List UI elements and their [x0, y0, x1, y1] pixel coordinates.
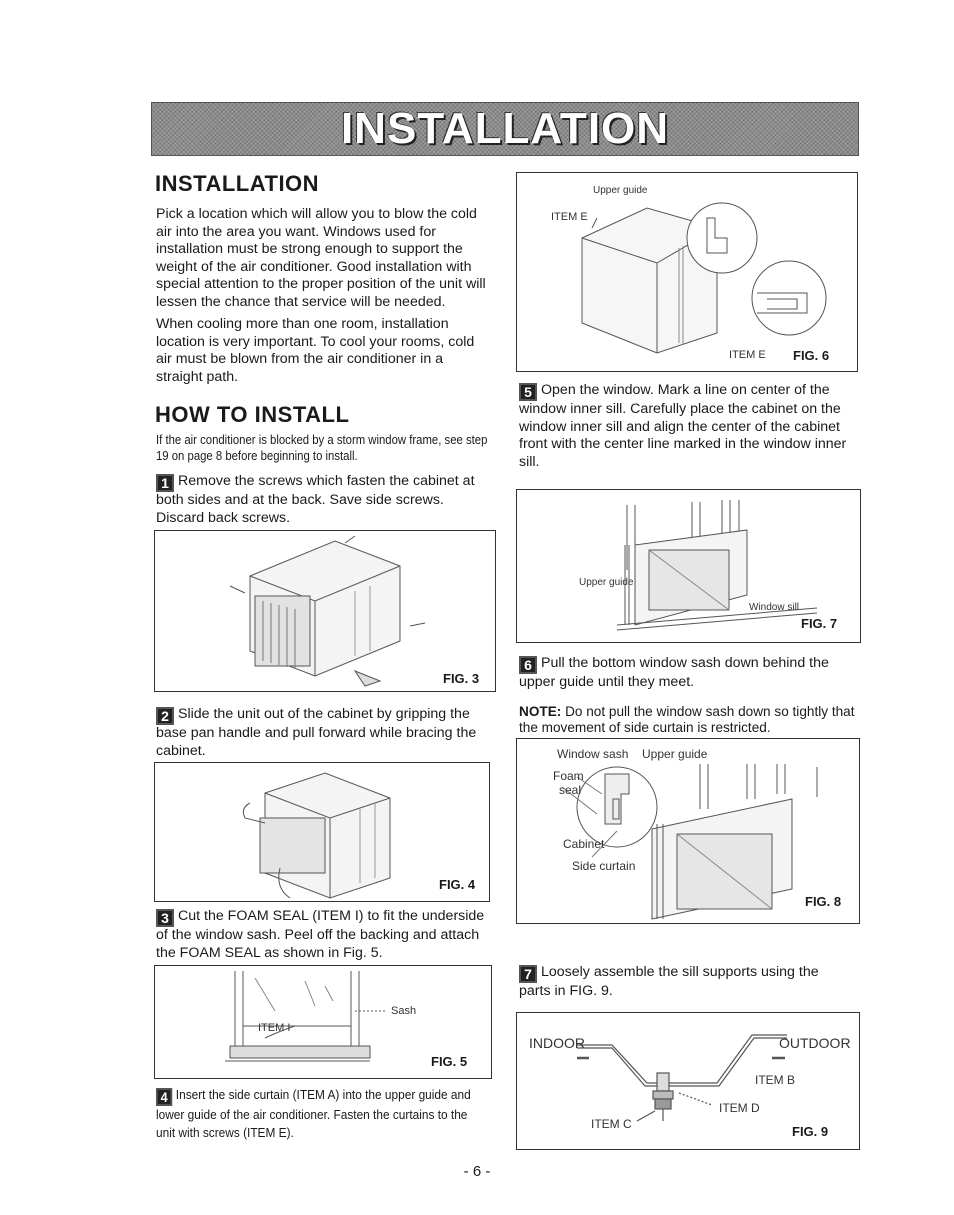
fig5-drawing: [225, 971, 385, 1062]
fig8-upper-guide: Upper guide: [642, 747, 708, 761]
installation-heading: INSTALLATION: [155, 171, 320, 196]
fig8-side-curtain: Side curtain: [572, 859, 636, 873]
page-banner: INSTALLATION: [151, 102, 859, 156]
fig7-label: FIG. 7: [801, 616, 838, 631]
step-1-icon: 1: [156, 474, 174, 492]
fig8-seal: seal: [559, 783, 582, 797]
step-7-icon: 7: [519, 965, 537, 983]
step-2-text: Slide the unit out of the cabinet by gri…: [156, 706, 477, 759]
installation-para-2: When cooling more than one room, install…: [156, 316, 475, 385]
step-2-icon: 2: [156, 707, 174, 725]
page-number: - 6 -: [463, 1163, 491, 1180]
step-5-text: Open the window. Mark a line on center o…: [519, 382, 847, 470]
sash-note: NOTE: Do not pull the window sash down s…: [519, 704, 859, 735]
fig7-window-sill: Window sill: [749, 602, 800, 613]
fig9-item-c: ITEM C: [591, 1117, 632, 1131]
fig6-upper-guide: Upper guide: [593, 185, 648, 196]
fig5-sash: Sash: [391, 1005, 417, 1017]
fig9-item-b: ITEM B: [755, 1073, 796, 1087]
note-label: NOTE:: [519, 704, 562, 719]
figure-9: INDOOR OUTDOOR ITEM B ITEM D ITEM C FIG.…: [516, 1012, 860, 1150]
fig8-label: FIG. 8: [805, 894, 842, 909]
step-7-text: Loosely assemble the sill supports using…: [519, 964, 819, 999]
step-4-text: Insert the side curtain (ITEM A) into th…: [156, 1087, 471, 1140]
step-4-icon: 4: [156, 1088, 173, 1106]
figure-7: Upper guide Window sill FIG. 7: [516, 489, 861, 643]
how-to-install-heading: HOW TO INSTALL: [155, 402, 350, 427]
storm-window-note: If the air conditioner is blocked by a s…: [156, 433, 488, 463]
fig3-drawing: [229, 535, 426, 687]
fig5-item-i: ITEM I: [258, 1022, 291, 1034]
fig9-drawing: [577, 1034, 787, 1122]
figure-8: Window sash Upper guide Foam seal Cabine…: [516, 738, 860, 924]
fig5-label: FIG. 5: [431, 1054, 468, 1069]
fig9-label: FIG. 9: [792, 1124, 829, 1139]
step-6-icon: 6: [519, 656, 537, 674]
fig9-indoor: INDOOR: [529, 1035, 585, 1051]
fig3-label: FIG. 3: [443, 671, 480, 686]
fig4-drawing: [242, 772, 391, 899]
step-1-text: Remove the screws which fasten the cabin…: [156, 473, 475, 526]
figure-4: FIG. 4: [154, 762, 490, 902]
note-text: Do not pull the window sash down so tigh…: [519, 704, 855, 735]
fig8-foam: Foam: [553, 769, 584, 783]
step-3-icon: 3: [156, 909, 174, 927]
figure-5: ITEM I Sash FIG. 5: [154, 965, 492, 1079]
figure-6: Upper guide ITEM E ITEM E FIG. 6: [516, 172, 858, 372]
fig8-cabinet: Cabinet: [563, 837, 605, 851]
fig8-drawing: [561, 764, 818, 920]
fig6-item-e-top: ITEM E: [551, 211, 588, 223]
step-3-text: Cut the FOAM SEAL (ITEM I) to fit the un…: [156, 908, 485, 961]
step-6-text: Pull the bottom window sash down behind …: [519, 655, 829, 690]
figure-3: FIG. 3: [154, 530, 496, 692]
fig4-label: FIG. 4: [439, 877, 476, 892]
installation-para-1: Pick a location which will allow you to …: [156, 206, 486, 310]
fig6-label: FIG. 6: [793, 348, 830, 363]
fig8-window-sash: Window sash: [557, 747, 629, 761]
fig6-item-e-bottom: ITEM E: [729, 349, 766, 361]
fig9-outdoor: OUTDOOR: [779, 1035, 851, 1051]
fig7-drawing: [616, 500, 818, 631]
banner-title: INSTALLATION: [340, 104, 670, 153]
step-5-icon: 5: [519, 383, 537, 401]
fig6-drawing: [581, 202, 827, 354]
fig7-upper-guide: Upper guide: [579, 577, 634, 588]
fig9-item-d: ITEM D: [719, 1101, 760, 1115]
